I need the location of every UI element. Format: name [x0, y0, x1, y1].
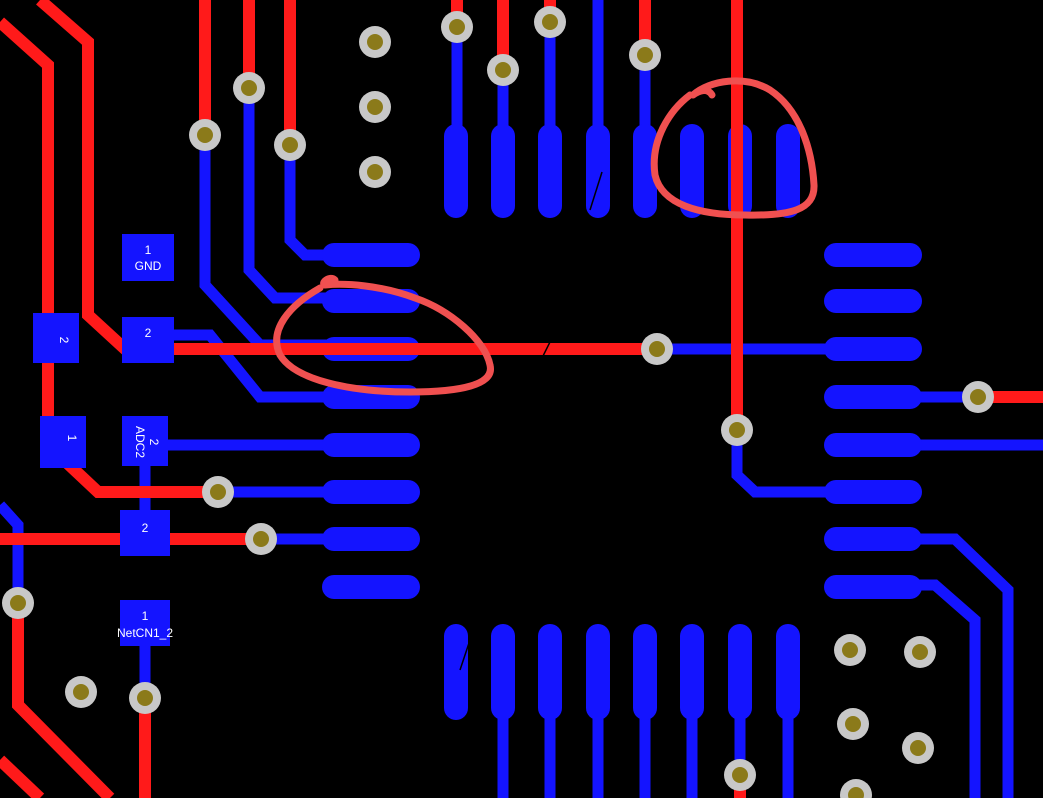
bottom-trace[interactable]	[915, 579, 981, 798]
via[interactable]	[962, 381, 994, 413]
via[interactable]	[359, 26, 391, 58]
pad-adc2[interactable]: 2 ADC2	[122, 416, 168, 466]
annotation-circle-top	[650, 77, 818, 219]
top-trace[interactable]	[36, 0, 657, 355]
pad-2[interactable]: 2	[120, 510, 170, 556]
pad-small[interactable]: 1	[40, 416, 86, 468]
pad-netcn[interactable]: 1 NetCN1_2	[117, 600, 173, 646]
bottom-trace[interactable]	[731, 430, 830, 498]
via[interactable]	[202, 476, 234, 508]
via[interactable]	[641, 333, 673, 365]
via[interactable]	[902, 732, 934, 764]
via[interactable]	[359, 156, 391, 188]
via[interactable]	[2, 587, 34, 619]
svg-text:NetCN1_2: NetCN1_2	[117, 626, 173, 640]
via[interactable]	[233, 72, 265, 104]
top-trace[interactable]	[0, 755, 45, 798]
via[interactable]	[629, 39, 661, 71]
svg-text:2: 2	[142, 521, 149, 535]
svg-text:GND: GND	[135, 259, 162, 273]
svg-text:1: 1	[142, 609, 149, 623]
bottom-trace[interactable]	[0, 501, 24, 600]
annotation-circle-left	[273, 274, 494, 396]
svg-text:2: 2	[147, 439, 161, 446]
via[interactable]	[359, 91, 391, 123]
drc-markers	[459, 171, 603, 671]
via[interactable]	[904, 636, 936, 668]
vias	[2, 6, 994, 798]
annotation-marks	[273, 77, 818, 396]
bottom-trace[interactable]	[150, 329, 330, 403]
svg-text:1: 1	[145, 243, 152, 257]
via[interactable]	[534, 6, 566, 38]
via[interactable]	[189, 119, 221, 151]
via[interactable]	[840, 779, 872, 798]
pad-gnd[interactable]: 1 GND	[122, 234, 174, 281]
via[interactable]	[721, 414, 753, 446]
via[interactable]	[724, 759, 756, 791]
top-trace[interactable]	[12, 600, 115, 798]
svg-text:1: 1	[65, 435, 79, 442]
component-pads: 1 GND 2 2 1 2 ADC2 2 1 NetCN1_2	[33, 234, 174, 646]
bottom-trace[interactable]	[284, 145, 330, 261]
svg-text:2: 2	[57, 337, 71, 344]
via[interactable]	[245, 523, 277, 555]
bottom-trace[interactable]	[915, 533, 1014, 798]
via[interactable]	[441, 11, 473, 43]
pad-adc-left[interactable]: 2	[33, 313, 79, 363]
svg-text:2: 2	[145, 326, 152, 340]
via[interactable]	[837, 708, 869, 740]
via[interactable]	[65, 676, 97, 708]
svg-text:ADC2: ADC2	[133, 426, 147, 458]
pad-adc-mid[interactable]: 2	[122, 317, 174, 363]
via[interactable]	[834, 634, 866, 666]
via[interactable]	[129, 682, 161, 714]
via[interactable]	[274, 129, 306, 161]
via[interactable]	[487, 54, 519, 86]
